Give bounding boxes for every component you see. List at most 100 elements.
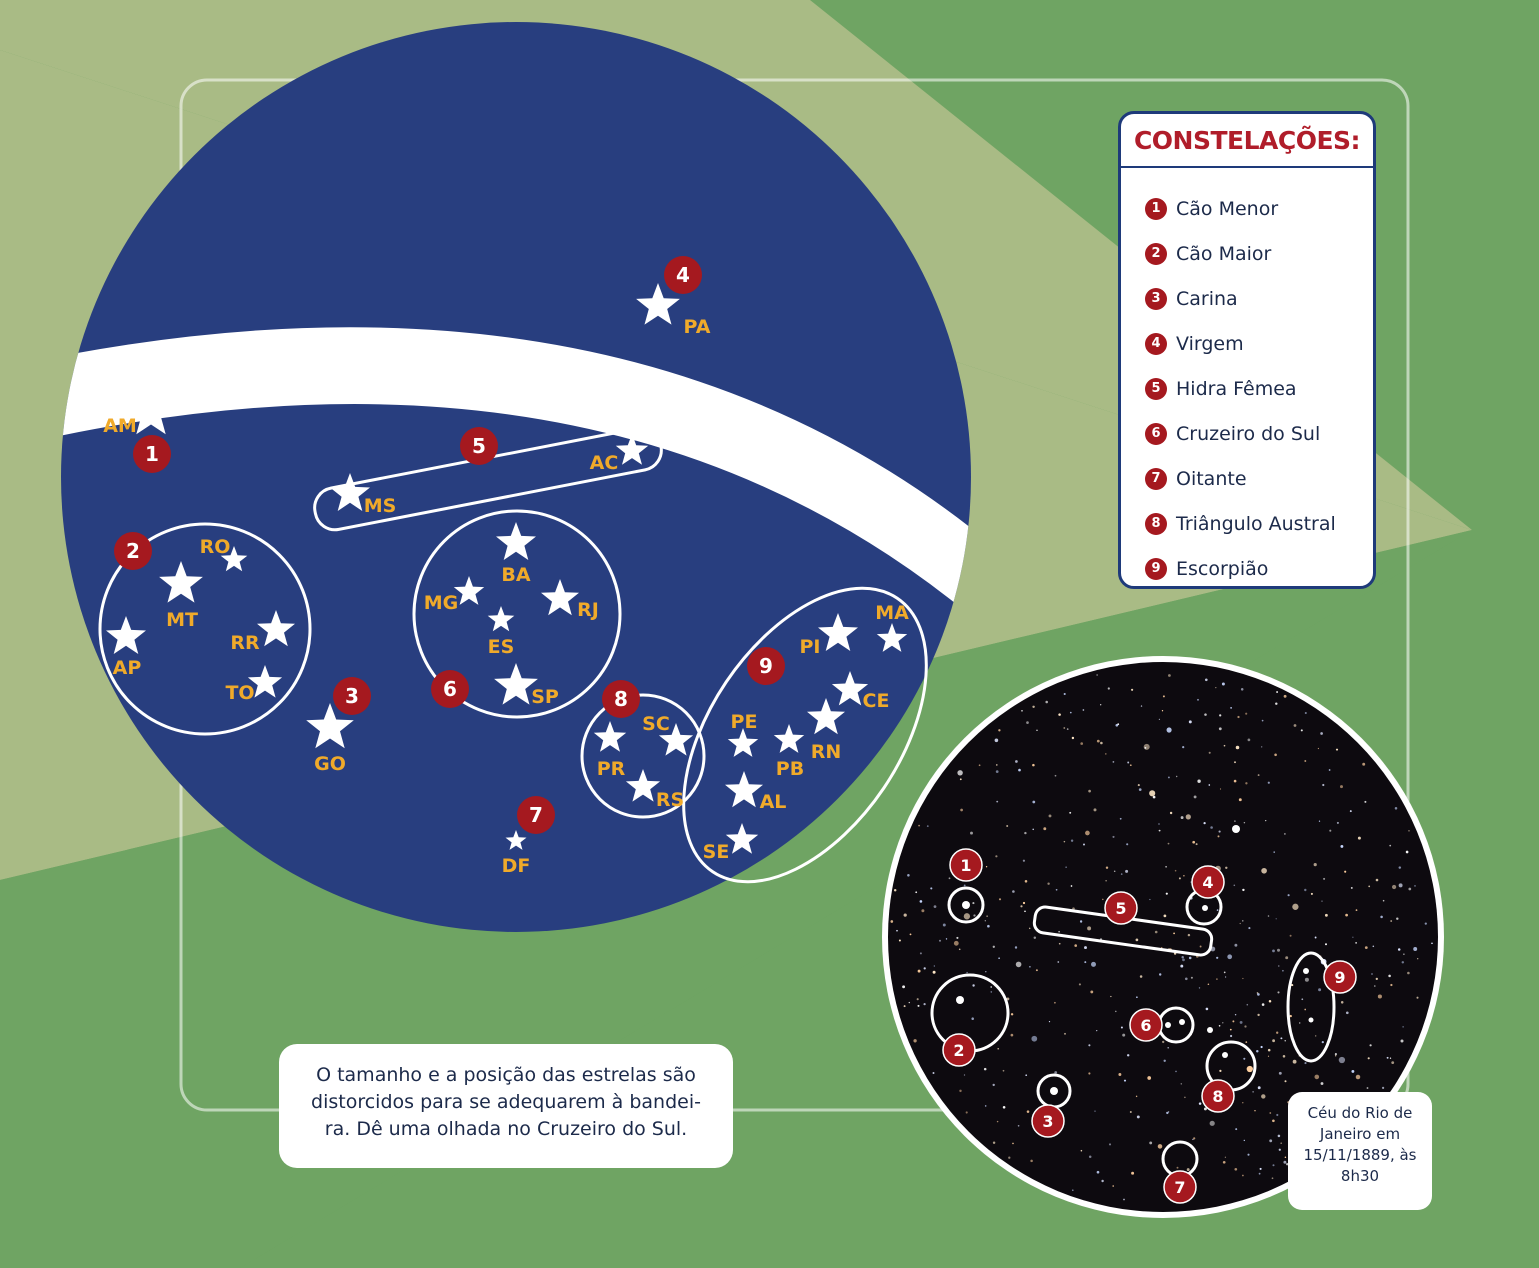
sky-star bbox=[1237, 715, 1240, 719]
sky-star bbox=[1136, 996, 1138, 998]
sky-star bbox=[923, 1002, 926, 1006]
sky-star bbox=[1161, 710, 1164, 712]
sky-star bbox=[930, 887, 933, 890]
sky-marker-4 bbox=[1191, 865, 1225, 899]
sky-star bbox=[992, 945, 995, 948]
sky-star bbox=[1197, 779, 1201, 783]
sky-star bbox=[915, 891, 918, 894]
sky-star bbox=[1247, 1153, 1250, 1156]
sky-star bbox=[1057, 961, 1060, 963]
sky-bright-star bbox=[1303, 968, 1309, 974]
sky-bright-star bbox=[956, 996, 964, 1004]
sky-star bbox=[1105, 866, 1109, 869]
sky-star bbox=[966, 971, 968, 974]
sky-star bbox=[917, 1004, 920, 1007]
sky-star bbox=[1149, 1141, 1153, 1145]
sky-star bbox=[917, 969, 921, 973]
star-to bbox=[247, 665, 283, 698]
flag-marker-7 bbox=[517, 796, 555, 834]
sky-star bbox=[1166, 727, 1172, 733]
sky-star bbox=[1345, 1011, 1349, 1015]
sky-star bbox=[1022, 901, 1026, 905]
sky-star bbox=[1317, 747, 1320, 750]
sky-star bbox=[1195, 843, 1198, 846]
sky-star bbox=[1147, 1076, 1152, 1080]
legend-divider bbox=[1121, 166, 1373, 168]
star-sp bbox=[494, 663, 538, 705]
sky-star bbox=[1100, 704, 1102, 706]
sky-star bbox=[1223, 971, 1226, 974]
sky-star bbox=[1163, 914, 1167, 918]
star-pr bbox=[593, 721, 627, 752]
sky-star bbox=[1058, 713, 1061, 716]
sky-marker-number: 2 bbox=[953, 1041, 964, 1060]
sky-star bbox=[1298, 1022, 1301, 1024]
sky-star bbox=[1242, 1102, 1244, 1104]
sky-star bbox=[1267, 915, 1270, 917]
sky-star bbox=[1300, 729, 1303, 732]
sky-star bbox=[1355, 1074, 1361, 1080]
sky-star bbox=[908, 1001, 910, 1004]
legend-label: Cão Maior bbox=[1176, 242, 1272, 265]
sky-star bbox=[1276, 1113, 1279, 1117]
sky-star bbox=[1234, 1013, 1237, 1016]
sky-star bbox=[1215, 686, 1217, 689]
sky-star bbox=[1258, 1172, 1261, 1175]
sky-star bbox=[1267, 781, 1270, 784]
sky-star bbox=[1118, 1073, 1122, 1076]
sky-star bbox=[963, 884, 966, 887]
sky-star bbox=[1184, 977, 1188, 981]
sky-star bbox=[903, 1005, 906, 1008]
sky-star bbox=[1112, 835, 1115, 838]
sky-star bbox=[1181, 956, 1184, 959]
state-label-rs: RS bbox=[656, 789, 684, 811]
outline-cruzeiro-do-sul bbox=[412, 509, 622, 719]
sky-star bbox=[1014, 946, 1018, 949]
outline-cao-maior bbox=[98, 522, 312, 736]
sky-star bbox=[998, 729, 1001, 732]
sky-star bbox=[985, 866, 988, 868]
sky-star bbox=[1398, 883, 1403, 888]
sky-marker-number: 4 bbox=[1202, 873, 1213, 892]
sky-star bbox=[1180, 816, 1184, 820]
sky-bright-star bbox=[1232, 825, 1240, 833]
sky-star bbox=[1289, 1014, 1292, 1018]
globe-band bbox=[61, 327, 971, 650]
sky-marker-number: 8 bbox=[1212, 1087, 1223, 1106]
sky-bright-star bbox=[1222, 1052, 1228, 1058]
sky-star bbox=[1357, 836, 1361, 840]
sky-star bbox=[1245, 1041, 1248, 1043]
sky-star bbox=[1070, 711, 1072, 714]
sky-star bbox=[1292, 1059, 1297, 1064]
sky-star bbox=[1268, 1000, 1272, 1003]
sky-star bbox=[1257, 1013, 1260, 1017]
sky-star bbox=[1275, 918, 1277, 920]
star-mt bbox=[159, 561, 203, 603]
sky-star bbox=[1391, 884, 1397, 890]
sky-star bbox=[1275, 702, 1278, 705]
sky-star bbox=[1137, 784, 1140, 787]
legend-number-badge: 7 bbox=[1145, 467, 1167, 490]
sky-star bbox=[1193, 795, 1197, 799]
outline-escorpiao bbox=[682, 586, 928, 884]
sky-star bbox=[957, 770, 963, 776]
sky-star bbox=[1169, 811, 1173, 815]
sky-star bbox=[1256, 1050, 1259, 1053]
sky-star bbox=[1158, 823, 1160, 825]
sky-star bbox=[1054, 1001, 1056, 1004]
sky-star bbox=[1126, 1054, 1130, 1057]
sky-star bbox=[1157, 1144, 1163, 1149]
sky-star bbox=[1043, 827, 1047, 831]
sky-star bbox=[1188, 956, 1192, 960]
sky-star bbox=[1208, 784, 1211, 786]
legend-label: Escorpião bbox=[1176, 557, 1269, 580]
sky-star bbox=[1112, 761, 1115, 763]
sky-star bbox=[1304, 977, 1309, 982]
sky-star bbox=[1120, 873, 1123, 875]
sky-star bbox=[1069, 811, 1072, 814]
sky-star bbox=[983, 1067, 987, 1071]
sky-star bbox=[1352, 936, 1354, 938]
sky-star bbox=[1028, 927, 1031, 930]
state-label-go: GO bbox=[314, 753, 346, 775]
